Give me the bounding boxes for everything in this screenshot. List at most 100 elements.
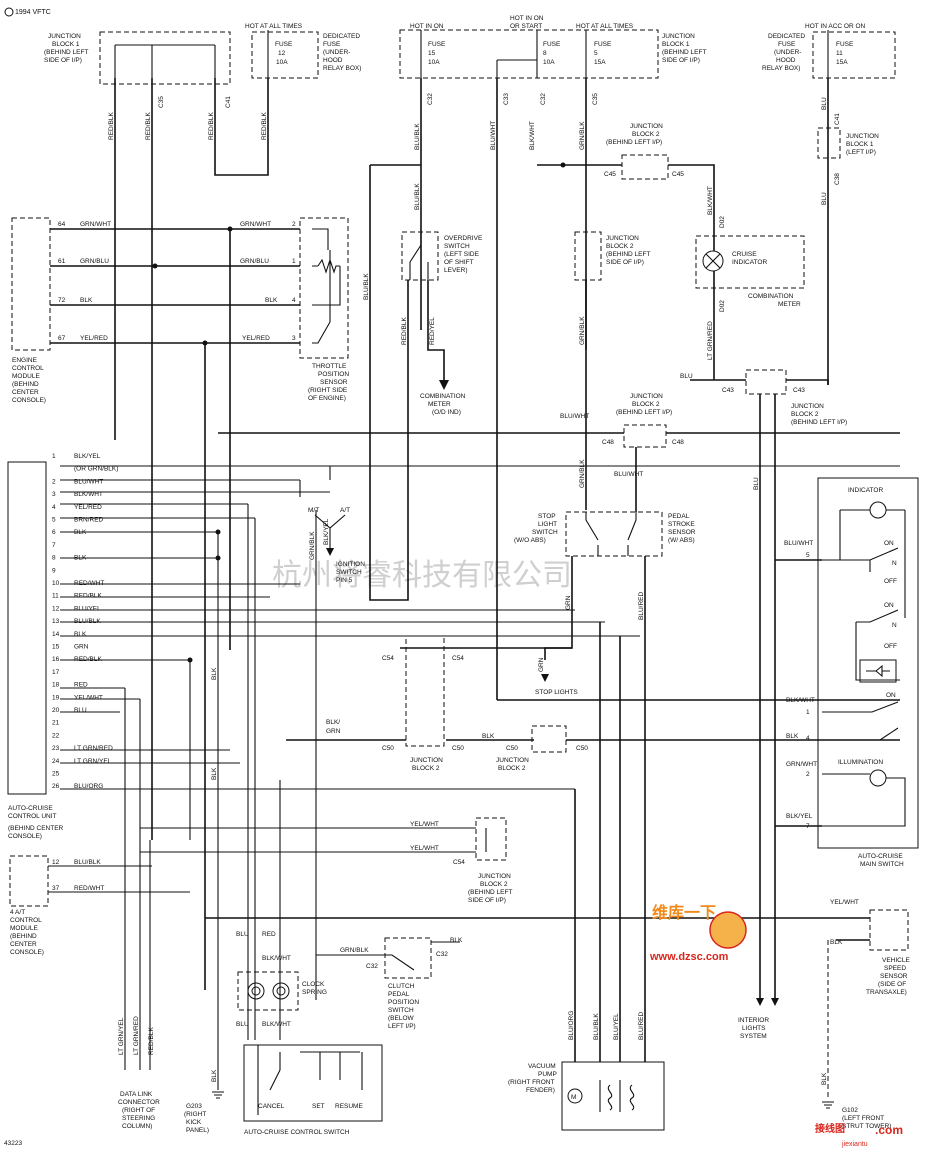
- acu-pin-wire-color: BLU: [74, 707, 87, 714]
- wire-blk-acu-1: BLK: [211, 667, 218, 680]
- acu-pin-number: 5: [52, 517, 56, 524]
- conn-c41-b: C41: [834, 113, 841, 125]
- acu-pin-wire-color: (OR GRN/BLK): [74, 466, 118, 473]
- acu-pin-number: 3: [52, 491, 56, 498]
- switch-n-2: N: [892, 622, 897, 629]
- combination-meter-label: COMBINATION METER: [748, 293, 801, 308]
- svg-text:BLOCK 2: BLOCK 2: [632, 401, 660, 408]
- g203-ground-icon: [212, 1091, 224, 1099]
- svg-text:DATA LINK: DATA LINK: [120, 1091, 153, 1098]
- stop-switch-icon: [585, 512, 637, 556]
- g203-label: G203 (RIGHT KICK PANEL): [184, 1103, 209, 1134]
- acs-set: SET: [312, 1103, 325, 1110]
- header-bullet-icon: [4, 7, 14, 17]
- indicator-label: INDICATOR: [848, 487, 883, 494]
- wire-blk-c50: BLK: [482, 733, 495, 740]
- conn-c35-b: C35: [592, 93, 599, 105]
- svg-text:FUSE: FUSE: [543, 41, 561, 48]
- junction-block-1-mid-label: JUNCTION BLOCK 1 (BEHIND LEFT SIDE OF I/…: [662, 33, 706, 64]
- acu-vertical-drops: [189, 504, 256, 1040]
- svg-text:5: 5: [594, 50, 598, 57]
- acu-pin-number: 22: [52, 732, 60, 739]
- wire-yel-wht-vss: YEL/WHT: [830, 899, 859, 906]
- acu-pin-number: 13: [52, 618, 60, 625]
- acu-pin-number: 1: [52, 453, 56, 460]
- junction-block-2-c50-label: JUNCTION BLOCK 2: [496, 757, 529, 772]
- power-hot-in-on: HOT IN ON: [410, 23, 444, 30]
- svg-text:PUMP: PUMP: [538, 1071, 557, 1078]
- svg-text:(LEFT SIDE: (LEFT SIDE: [444, 251, 480, 258]
- wire-grn-stop-2: GRN: [538, 657, 545, 672]
- svg-text:CLUTCH: CLUTCH: [388, 983, 415, 990]
- power-hot-acc-on: HOT IN ACC OR ON: [805, 23, 865, 30]
- svg-text:CENTER: CENTER: [10, 941, 37, 948]
- acs-switch-icon: [257, 1045, 363, 1115]
- overdrive-switch-box: [401, 231, 439, 281]
- acu-pin-wire-color: BLK/WHT: [74, 491, 103, 498]
- stop-light-switch-box: [565, 511, 663, 557]
- svg-text:3: 3: [292, 335, 296, 342]
- svg-text:PEDAL: PEDAL: [388, 991, 410, 998]
- switch-off-1: OFF: [884, 578, 897, 585]
- svg-text:HOOD: HOOD: [323, 57, 343, 64]
- conn-c43-b: C43: [793, 387, 805, 394]
- svg-text:(SIDE OF: (SIDE OF: [878, 981, 906, 988]
- svg-text:4: 4: [292, 297, 296, 304]
- svg-text:2: 2: [806, 771, 810, 778]
- power-hot-on-start-2: OR START: [510, 23, 542, 30]
- acs-switch-label: AUTO-CRUISE CONTROL SWITCH: [244, 1129, 350, 1136]
- svg-text:DEDICATED: DEDICATED: [768, 33, 805, 40]
- svg-text:JUNCTION: JUNCTION: [606, 235, 639, 242]
- wire-grn-stop: GRN: [565, 595, 572, 610]
- mt-at-switch-icon: [314, 514, 346, 529]
- svg-text:POSITION: POSITION: [318, 371, 349, 378]
- wire-lt-grn-red-dlc: LT GRN/RED: [133, 1016, 140, 1055]
- svg-text:SENSOR: SENSOR: [880, 973, 908, 980]
- blk-yel-branch: [299, 466, 331, 497]
- power-hot-all-times-2: HOT AT ALL TIMES: [576, 23, 634, 30]
- conn-c48-b: C48: [672, 439, 684, 446]
- main-switch-contacts-icon: [822, 547, 900, 681]
- acu-pin-wire-color: LT GRN/RED: [74, 745, 113, 752]
- conn-c50-d: C50: [576, 745, 588, 752]
- svg-text:SIDE OF I/P): SIDE OF I/P): [662, 57, 700, 64]
- svg-text:.com: .com: [875, 1123, 903, 1137]
- svg-text:1: 1: [806, 709, 810, 716]
- junction-block-1-right-box: [817, 127, 841, 159]
- acs-cancel: CANCEL: [258, 1103, 285, 1110]
- svg-text:BLK: BLK: [265, 297, 278, 304]
- clutch-switch-box: [384, 937, 432, 979]
- acu-pin-number: 23: [52, 745, 60, 752]
- svg-text:(O/D IND): (O/D IND): [432, 409, 461, 416]
- svg-text:BLK: BLK: [786, 733, 799, 740]
- svg-text:BLOCK 1: BLOCK 1: [662, 41, 690, 48]
- svg-text:4 A/T: 4 A/T: [10, 909, 25, 916]
- acu-label: AUTO-CRUISE CONTROL UNIT (BEHIND CENTER …: [8, 805, 64, 840]
- svg-text:5: 5: [806, 552, 810, 559]
- ecm-label: ENGINE CONTROL MODULE (BEHIND CENTER CON…: [12, 357, 46, 404]
- svg-text:JUNCTION: JUNCTION: [630, 123, 663, 130]
- wire-red-blk-3: RED/BLK: [208, 112, 215, 140]
- conn-c32-clutch-a: C32: [366, 963, 378, 970]
- conn-c32-b: C32: [540, 93, 547, 105]
- wire-blk-wht-cs: BLK/WHT: [262, 955, 291, 962]
- conn-c50-c: C50: [506, 745, 518, 752]
- svg-text:15A: 15A: [594, 59, 606, 66]
- clock-spring-label: CLOCK SPRING: [302, 981, 327, 996]
- wire-blu-blk-vp: BLU/BLK: [593, 1013, 600, 1040]
- g102-ground-icon: [822, 1101, 834, 1109]
- acu-pin-wire-color: YEL/WHT: [74, 694, 103, 701]
- svg-text:CLOCK: CLOCK: [302, 981, 325, 988]
- svg-text:CONSOLE): CONSOLE): [10, 949, 44, 956]
- svg-text:ENGINE: ENGINE: [12, 357, 38, 364]
- svg-text:GRN/WHT: GRN/WHT: [240, 221, 271, 228]
- wire-blk-g203: BLK: [211, 1069, 218, 1082]
- acu-pin-number: 8: [52, 555, 56, 562]
- junction-block-2-c43b-box: [745, 369, 787, 395]
- svg-text:SWITCH: SWITCH: [336, 569, 362, 576]
- conn-c50-a: C50: [382, 745, 394, 752]
- wire-yel-wht-1: YEL/WHT: [410, 821, 439, 828]
- svg-text:(LEFT FRONT: (LEFT FRONT: [842, 1115, 884, 1122]
